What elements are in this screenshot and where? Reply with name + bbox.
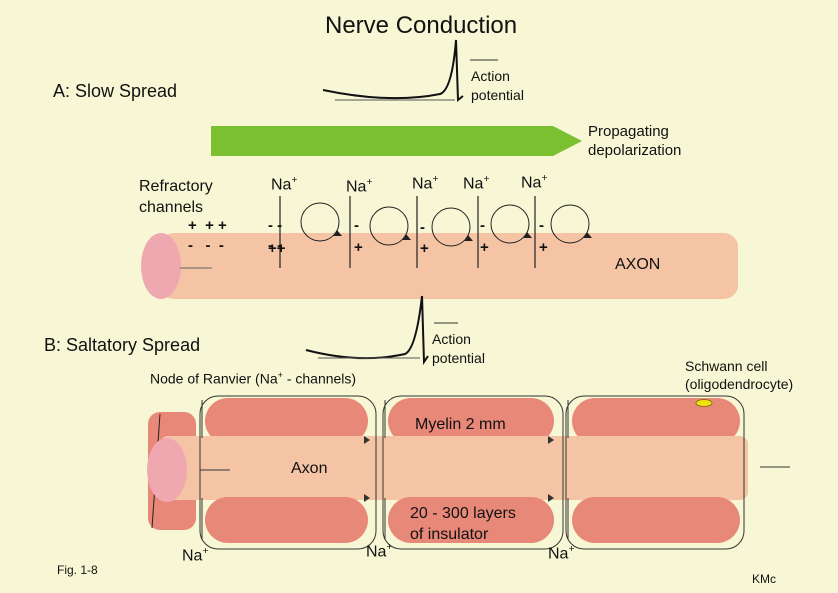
propagating-line1: Propagating [588, 123, 669, 140]
author-credit: KMc [752, 572, 776, 586]
na-label-a5: Na+ [521, 173, 548, 192]
plus-sign-6: + [539, 239, 548, 256]
plus-sign-3: + [354, 239, 363, 256]
minus-sign-4: - [420, 219, 425, 236]
layers-label-line1: 20 - 300 layers [410, 505, 516, 522]
figure-number: Fig. 1-8 [57, 563, 98, 577]
action-potential-a-line2: potential [471, 87, 524, 103]
na-label-a4: Na+ [463, 174, 490, 193]
minus-sign-6: - [539, 217, 544, 234]
myelin-bot-1 [205, 497, 368, 543]
layers-label-line2: of insulator [410, 526, 489, 543]
plus-sign-5: + [480, 239, 489, 256]
axon-a-end [141, 233, 181, 299]
myelin-top-3 [572, 398, 740, 444]
na-label-a3: Na+ [412, 174, 439, 193]
refractory-line2: channels [139, 199, 204, 216]
minus-signs-1: - - [268, 217, 283, 234]
action-potential-trace-b [305, 295, 429, 366]
action-potential-b-line2: potential [432, 350, 485, 366]
minus-sign-5: - [480, 217, 485, 234]
schwann-label-line2: (oligodendrocyte) [685, 376, 794, 392]
minus-sign-3: - [354, 217, 359, 234]
action-potential-a-line1: Action [471, 68, 510, 84]
na-label-a2: Na+ [346, 177, 373, 196]
axon-b-end [147, 438, 187, 502]
axon-b-label: Axon [291, 460, 328, 477]
node-of-ranvier-label: Node of Ranvier (Na+ - channels) [150, 370, 357, 387]
plus-signs-1: ++ [268, 240, 286, 257]
minus-signs-refractory: - - - [188, 237, 224, 254]
page-title: Nerve Conduction [325, 12, 518, 39]
action-potential-b-line1: Action [432, 331, 471, 347]
myelin-top-2 [388, 398, 554, 444]
na-label-b2: Na+ [366, 542, 393, 561]
myelin-bot-3 [572, 497, 740, 543]
myelin-label: Myelin 2 mm [415, 416, 506, 433]
myelin-top-1 [205, 398, 368, 444]
myelin-bot-2 [388, 497, 554, 543]
na-label-b3: Na+ [548, 544, 575, 563]
schwann-nucleus [695, 399, 713, 407]
propagating-arrow [211, 126, 582, 156]
na-label-a1: Na+ [271, 175, 298, 194]
axon-a-label: AXON [615, 256, 661, 273]
action-potential-trace-a [322, 39, 464, 103]
section-b-label: B: Saltatory Spread [44, 335, 201, 355]
section-a-label: A: Slow Spread [53, 81, 178, 101]
plus-sign-4: + [420, 240, 429, 257]
na-label-b1: Na+ [182, 546, 209, 565]
axon-b [160, 436, 748, 500]
plus-signs-refractory: + + + [188, 217, 227, 234]
axon-a [160, 233, 738, 299]
schwann-label-line1: Schwann cell [685, 358, 768, 374]
minus-signs-2: - - [268, 237, 283, 254]
refractory-line1: Refractory [139, 178, 213, 195]
propagating-line2: depolarization [588, 142, 682, 159]
